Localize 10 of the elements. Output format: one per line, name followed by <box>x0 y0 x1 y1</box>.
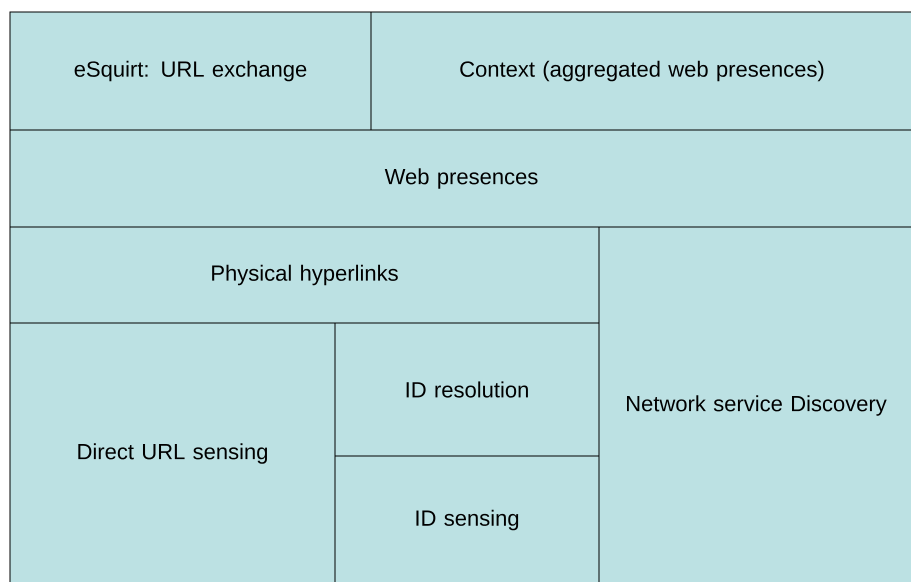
node-label: ID sensing <box>416 510 518 530</box>
node-label: Direct URL sensing <box>78 443 268 464</box>
block-box: ID sensing <box>334 456 600 582</box>
block-box: Context (aggregated web presences) <box>370 12 911 130</box>
node-label: Network service Discovery <box>627 395 887 416</box>
block-box: Physical hyperlinks <box>10 226 600 324</box>
node-label: Context (aggregated web presences) <box>460 60 824 82</box>
block-box: ID resolution <box>334 322 600 456</box>
block-box: Network service Discovery <box>598 226 911 582</box>
block-box: eSquirt: URL exchange <box>10 12 372 130</box>
